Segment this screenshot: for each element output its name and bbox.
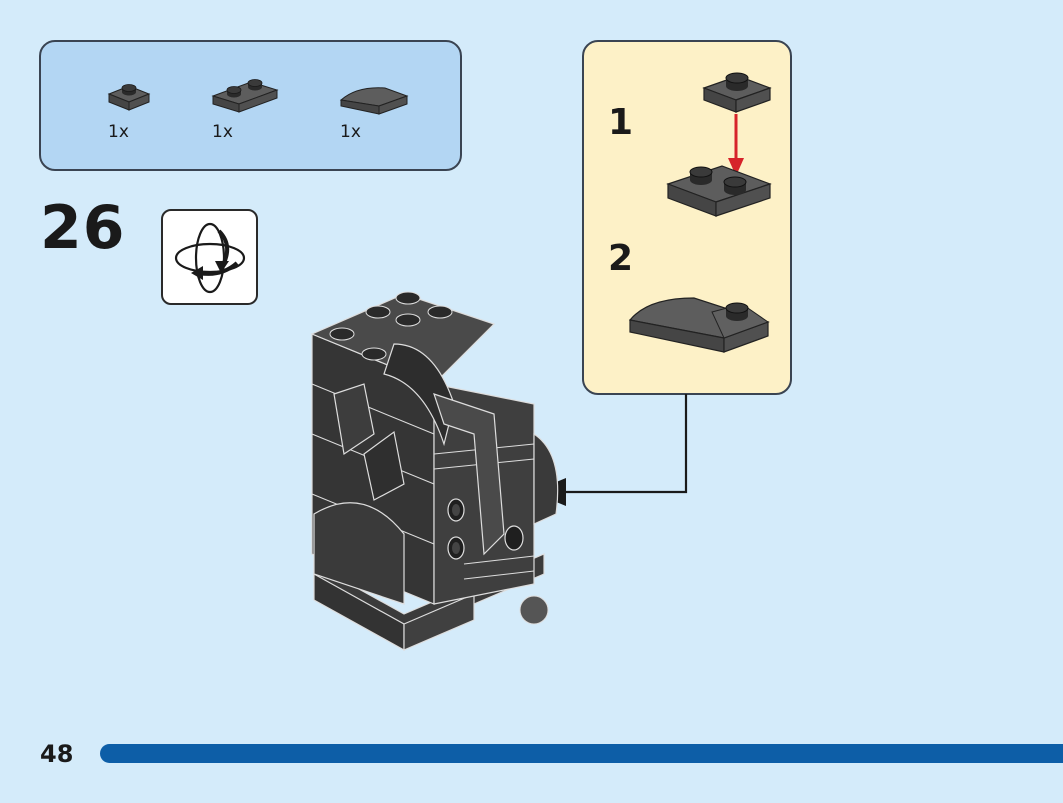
sub-step-number: 2: [608, 238, 633, 279]
sub-assembly-box: 1 2: [582, 40, 792, 395]
plate-1x2-icon: [211, 78, 279, 114]
plate-1x2-icon: [666, 156, 772, 226]
brick-model-illustration: [294, 284, 574, 654]
rotate-model-icon: [169, 217, 251, 299]
part-qty: 1x: [108, 122, 129, 142]
rotate-model-box: [161, 209, 258, 305]
parts-list-box: 1x 1x 1x: [39, 40, 462, 171]
part-qty: 1x: [212, 122, 233, 142]
sub-step-number: 1: [608, 102, 633, 143]
part-qty: 1x: [340, 122, 361, 142]
page-number: 48: [40, 740, 73, 768]
step-number: 26: [40, 193, 126, 263]
curved-slope-icon: [339, 82, 411, 116]
progress-bar: [100, 744, 1063, 763]
plate-1x1-icon: [107, 82, 153, 114]
curved-slope-assembly-icon: [628, 290, 772, 374]
plate-1x1-icon: [702, 66, 772, 116]
